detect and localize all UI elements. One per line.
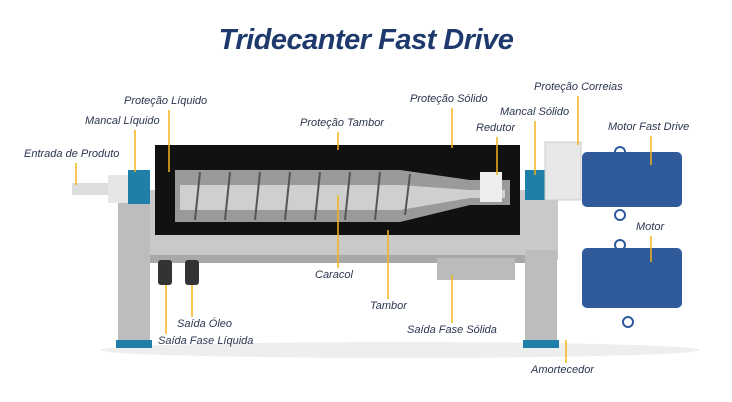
fast-drive-motor: [582, 152, 682, 207]
label-protecao-solido: Proteção Sólido: [410, 93, 488, 105]
main-motor: [582, 248, 682, 308]
label-mancal-liquido: Mancal Líquido: [85, 115, 160, 127]
label-motor: Motor: [636, 221, 665, 233]
diagram-title: Tridecanter Fast Drive: [218, 24, 514, 56]
screw-conveyor: [180, 185, 505, 210]
label-saida-fase-liquida: Saída Fase Líquida: [158, 335, 254, 347]
label-saida-fase-solida: Saída Fase Sólida: [407, 324, 497, 336]
product-inlet: [72, 183, 112, 195]
screw-flights: [194, 171, 411, 221]
label-protecao-correias: Proteção Correias: [534, 81, 623, 93]
inlet-housing: [108, 175, 130, 203]
lifting-eye: [614, 209, 626, 221]
gearbox: [480, 172, 502, 202]
label-protecao-tambor: Proteção Tambor: [300, 117, 384, 129]
label-motor-fast-drive: Motor Fast Drive: [608, 121, 690, 133]
liquid-bearing: [128, 170, 150, 204]
liquid-outlet: [158, 260, 172, 285]
label-tambor: Tambor: [370, 300, 407, 312]
oil-outlet: [185, 260, 199, 285]
solid-outlet: [437, 258, 515, 280]
leader-lines: [75, 96, 652, 363]
label-entrada-produto: Entrada de Produto: [24, 148, 120, 160]
lifting-eye: [622, 316, 634, 328]
left-leg: [118, 190, 150, 342]
label-redutor: Redutor: [476, 122, 516, 134]
label-saida-oleo: Saída Óleo: [177, 318, 233, 330]
right-foot: [523, 340, 559, 348]
left-foot: [116, 340, 152, 348]
lifting-eye: [614, 146, 626, 158]
belt-guard: [544, 141, 582, 201]
label-amortecedor: Amortecedor: [531, 364, 594, 376]
solid-bearing: [525, 170, 547, 200]
lifting-eye: [614, 239, 626, 251]
label-mancal-solido: Mancal Sólido: [500, 106, 570, 118]
label-caracol: Caracol: [315, 269, 353, 281]
right-leg: [525, 250, 557, 342]
label-protecao-liquido: Proteção Líquido: [124, 95, 208, 107]
